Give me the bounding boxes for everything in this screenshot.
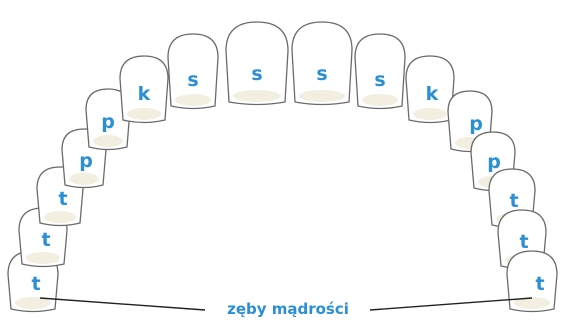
tooth-base-shading <box>26 252 60 264</box>
tooth-label: t <box>535 273 544 295</box>
tooth-base-shading <box>514 297 550 309</box>
tooth-shape <box>291 21 353 106</box>
tooth-shape <box>506 250 558 313</box>
tooth-7: s <box>167 33 219 110</box>
tooth-5: p <box>85 88 131 151</box>
tooth-label: t <box>58 188 67 210</box>
tooth-6: k <box>119 55 169 124</box>
tooth-label: t <box>31 273 40 295</box>
tooth-base-shading <box>299 90 345 102</box>
tooth-shape <box>405 55 455 124</box>
tooth-base-shading <box>413 108 447 120</box>
tooth-label: p <box>469 113 483 135</box>
tooth-label: s <box>251 63 262 85</box>
tooth-11: k <box>405 55 455 124</box>
tooth-base-shading <box>69 173 99 185</box>
tooth-base-shading <box>15 297 51 309</box>
tooth-shape <box>167 33 219 110</box>
tooth-base-shading <box>362 94 398 106</box>
tooth-label: t <box>509 190 518 212</box>
tooth-16: t <box>506 250 558 313</box>
tooth-shape <box>225 21 289 106</box>
wisdom-tooth-pointer-right <box>369 297 533 311</box>
tooth-label: k <box>426 83 439 105</box>
tooth-10: s <box>354 33 406 110</box>
tooth-shape <box>119 55 169 124</box>
tooth-8: s <box>225 21 289 106</box>
tooth-base-shading <box>93 135 123 147</box>
tooth-base-shading <box>233 90 281 102</box>
tooth-label: t <box>519 231 528 253</box>
tooth-label: p <box>79 150 93 172</box>
tooth-shape <box>354 33 406 110</box>
tooth-base-shading <box>175 94 211 106</box>
tooth-label: k <box>138 83 151 105</box>
tooth-label: p <box>101 111 115 133</box>
wisdom-teeth-caption: zęby mądrości <box>227 300 349 318</box>
tooth-label: s <box>316 63 327 85</box>
tooth-9: s <box>291 21 353 106</box>
tooth-base-shading <box>127 108 161 120</box>
tooth-label: p <box>487 151 501 173</box>
wisdom-tooth-pointer-left <box>39 297 206 311</box>
tooth-label: s <box>187 69 198 91</box>
tooth-label: s <box>374 69 385 91</box>
tooth-base-shading <box>44 211 76 223</box>
tooth-label: t <box>41 229 50 251</box>
